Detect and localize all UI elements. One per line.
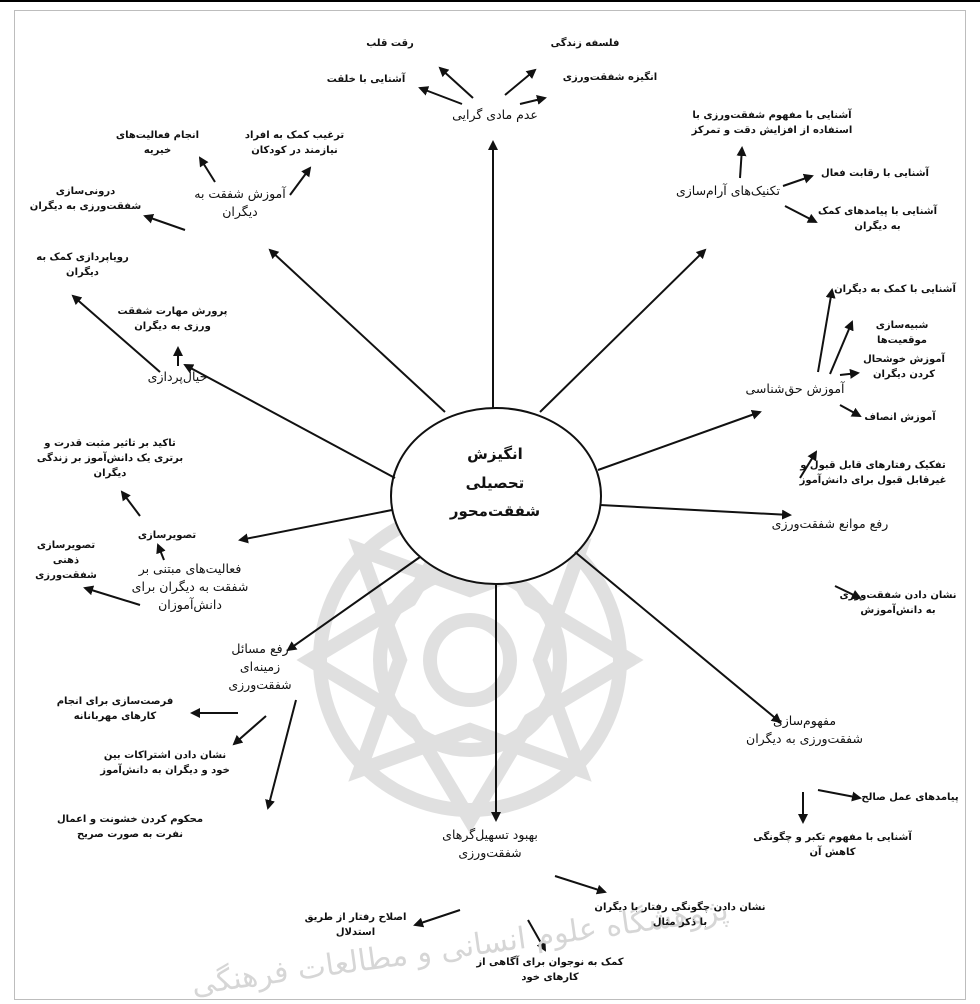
arrow-to-conceptualize <box>574 551 782 724</box>
arrow-motivation <box>519 95 547 105</box>
node-materialism: عدم مادی گرایی <box>452 107 538 122</box>
arrow-concept-focus <box>736 146 747 179</box>
arrow-help-teen <box>527 919 546 952</box>
arrow-to-contextual <box>286 556 421 652</box>
arrow-violence <box>265 699 297 810</box>
node-make-happy: آموزش خوشحال کردن دیگران <box>863 354 945 380</box>
top-rule <box>0 0 980 2</box>
node-commonalities: نشان دادن اشتراکات بین خود و دیگران به د… <box>100 750 230 776</box>
arrow-correct <box>413 909 461 928</box>
center-line-2: تحصیلی <box>465 473 525 492</box>
node-positive-effect: تاکید بر تاثیر مثبت قدرت و برتری یک دانش… <box>36 438 184 479</box>
arrow-internalize <box>143 213 186 231</box>
arrow-positive <box>120 490 141 517</box>
arrow-daydream <box>71 294 161 373</box>
node-simulate-situations: شبیه‌سازی موقعیت‌ها <box>875 320 929 346</box>
arrow-imagery <box>156 543 166 561</box>
node-remove-barriers: رفع موانع شفقت‌ورزی <box>771 516 889 531</box>
arrow-show-compassion <box>834 585 862 600</box>
arrow-help-fam <box>817 288 836 373</box>
arrow-to-rights <box>597 409 762 471</box>
node-heart-tenderness: رقت قلب <box>366 38 414 49</box>
node-mental-imagery: تصویرسازی ذهنی شفقت‌ورزی <box>35 540 97 581</box>
node-daydream-help: رویاپردازی کمک به دیگران <box>36 252 129 278</box>
node-active-reading: آشنایی با رقابت فعال <box>821 168 929 179</box>
arrow-help-conseq <box>784 205 818 223</box>
node-kindness-opportunity: فرصت‌سازی برای انجام کارهای مهربانانه <box>56 696 174 722</box>
node-concept-focus: آشنایی با مفهوم شفقت‌ورزی با استفاده از … <box>691 110 853 136</box>
node-behavior-tech: تفکیک رفتارهای قابل قبول و غیرقابل قبول … <box>799 460 947 486</box>
node-correct-behavior: اصلاح رفتار از طریق استدلال <box>304 912 407 938</box>
node-relaxation: تکنیک‌های آرام‌سازی <box>675 183 781 198</box>
arrow-fairness <box>839 404 862 417</box>
arrow-simulate <box>829 320 854 375</box>
center-line-1: انگیزش <box>467 445 523 463</box>
central-concept: انگیزش تحصیلی شفقت‌محور <box>400 440 590 526</box>
arrow-good-deed <box>817 789 862 802</box>
arrow-behavior-tech <box>799 450 818 479</box>
arrow-to-relaxation <box>539 248 707 413</box>
node-pride-concept: آشنایی با مفهوم تکبر و چگونگی کاهش آن <box>753 832 912 858</box>
node-help-teen: کمک به نوجوان برای آگاهی از کارهای خود <box>476 957 624 983</box>
node-facilitators: بهبود تسهیل‌گرهای شفقت‌ورزی <box>442 827 538 861</box>
node-help-consequences: آشنایی با پیامدهای کمک به دیگران <box>817 206 938 232</box>
arrow-happy <box>839 368 860 379</box>
node-activities: فعالیت‌های مبتنی بر شفقت به دیگران برای … <box>131 561 249 613</box>
node-nurture-skill: پرورش مهارت شفقت ورزی به دیگران <box>117 306 228 332</box>
arrows <box>71 66 862 952</box>
arrow-to-imagination <box>183 364 396 479</box>
arrow-to-activities <box>238 509 393 544</box>
node-compassion-motivation: انگیزه شفقت‌ورزی <box>562 72 658 83</box>
node-imagination: خیال‌پردازی <box>147 369 208 384</box>
node-encourage-help: ترغیب کمک به افراد نیازمند در کودکان <box>244 130 345 156</box>
arrow-encourage <box>289 166 312 196</box>
arrow-active <box>782 173 814 187</box>
arrow-show-behavior <box>554 875 607 895</box>
node-life-philosophy: فلسفه زندگی <box>550 38 620 49</box>
node-charity-activity: انجام فعالیت‌های خیریه <box>115 130 200 156</box>
arrow-mental <box>83 585 141 606</box>
node-contextual: رفع مسائل زمینه‌ای شفقت‌ورزی <box>228 641 292 693</box>
arrow-charity <box>198 156 216 183</box>
arrow-commonalities <box>232 715 267 746</box>
node-teach-compassion: آموزش شفقت به دیگران <box>194 186 286 220</box>
arrow-philosophy <box>504 68 537 96</box>
node-show-compassion: نشان دادن شفقت‌ورزی به دانش‌آموزش <box>839 590 957 616</box>
node-help-familiarity: آشنایی با کمک به دیگران <box>834 284 956 295</box>
arrow-to-barriers <box>599 504 792 520</box>
node-teach-fairness: آموزش انصاف <box>864 412 936 423</box>
node-rights-education: آموزش حق‌شناسی <box>745 381 845 396</box>
node-conceptualize: مفهوم‌سازی شفقت‌ورزی به دیگران <box>746 713 863 747</box>
arrow-fun <box>418 86 463 105</box>
node-fun-familiarity: آشنایی با خلقت <box>326 74 406 85</box>
node-condemn-violence: محکوم کردن خشونت و اعمال نفرت به صورت صر… <box>56 814 204 840</box>
node-good-deed: پیامدهای عمل صالح <box>861 792 959 803</box>
center-line-3: شفقت‌محور <box>449 502 541 520</box>
node-internalize-compassion: درونی‌سازی شفقت‌ورزی به دیگران <box>29 186 142 212</box>
figure-frame <box>14 10 966 1000</box>
arrow-heart <box>438 66 474 99</box>
node-imagery: تصویرسازی <box>137 530 197 541</box>
arrow-to-teach <box>268 248 446 413</box>
node-show-behavior: نشان دادن چگونگی رفتار با دیگران با ذکر … <box>594 902 766 928</box>
